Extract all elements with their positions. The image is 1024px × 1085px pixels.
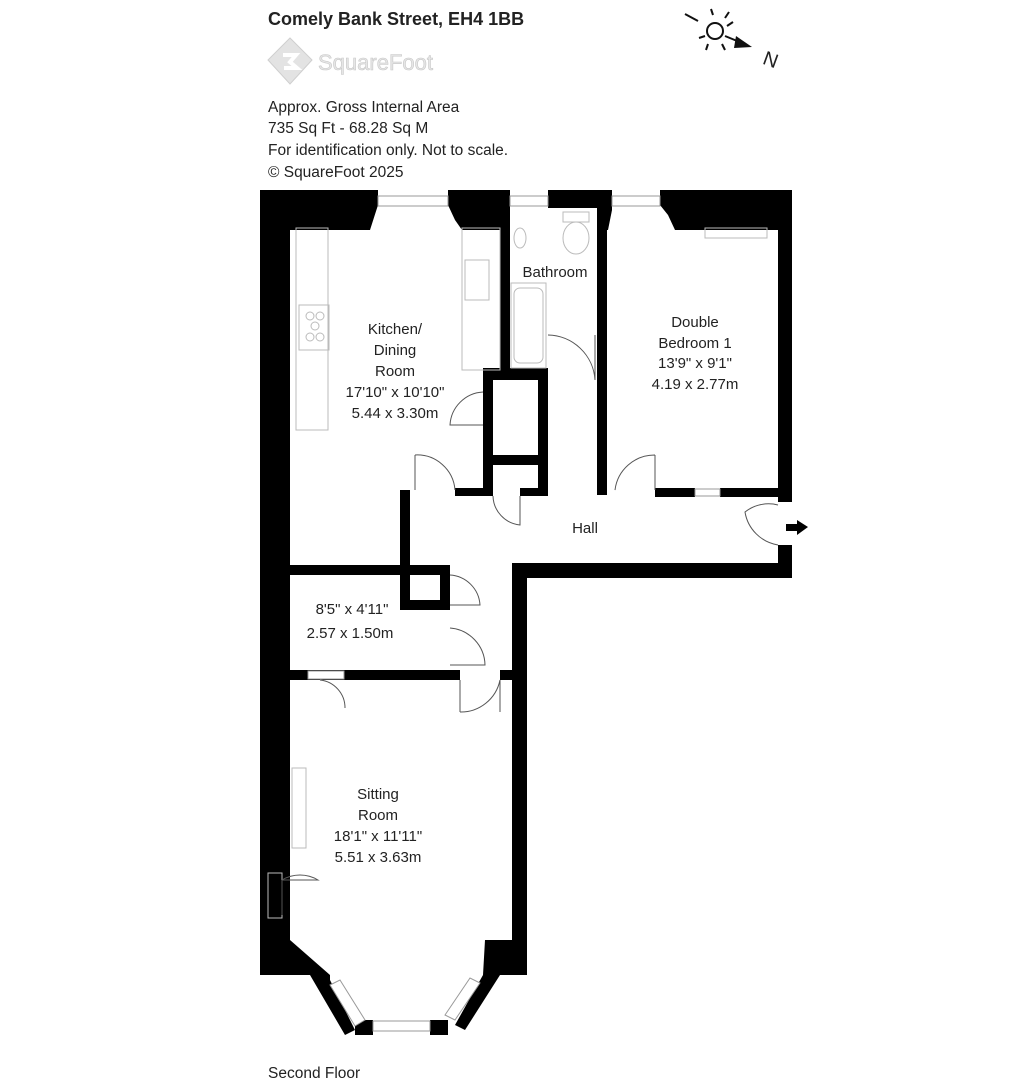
sitting-imperial: 18'1" x 11'11" xyxy=(334,828,422,845)
kitchen-name-1: Kitchen/ xyxy=(368,321,423,338)
kitchen-name-3: Room xyxy=(375,363,415,380)
doors xyxy=(281,334,808,915)
entrance-arrow-icon xyxy=(786,520,808,535)
kitchen-name-2: Dining xyxy=(374,342,417,359)
sitting-name-1: Sitting xyxy=(357,786,399,803)
bedroom-metric: 4.19 x 2.77m xyxy=(652,376,739,393)
storage-room: 8'5" x 4'11" 2.57 x 1.50m xyxy=(307,601,394,642)
north-label: N xyxy=(760,47,781,73)
bathroom-label: Bathroom xyxy=(522,264,587,281)
walls xyxy=(260,190,792,1035)
sitting-metric: 5.51 x 3.63m xyxy=(335,849,422,866)
bedroom-imperial: 13'9" x 9'1" xyxy=(658,355,732,372)
storage-metric: 2.57 x 1.50m xyxy=(307,625,394,642)
sitting-room: Sitting Room 18'1" x 11'11" 5.51 x 3.63m xyxy=(334,786,422,866)
area-label: Approx. Gross Internal Area xyxy=(268,99,460,116)
double-bedroom-1: Double Bedroom 1 13'9" x 9'1" 4.19 x 2.7… xyxy=(652,314,739,393)
area-value: 735 Sq Ft - 68.28 Sq M xyxy=(268,120,428,137)
copyright: © SquareFoot 2025 xyxy=(268,164,404,181)
bedroom-name-1: Double xyxy=(671,314,719,331)
property-title: Comely Bank Street, EH4 1BB xyxy=(268,9,524,29)
kitchen-imperial: 17'10" x 10'10" xyxy=(346,384,445,401)
floor-label: Second Floor xyxy=(268,1065,360,1082)
logo-text: SquareFoot xyxy=(318,50,433,75)
squarefoot-logo: SquareFoot xyxy=(267,37,433,85)
fixtures xyxy=(267,211,768,919)
kitchen-metric: 5.44 x 3.30m xyxy=(352,405,439,422)
sun-compass-icon xyxy=(684,8,752,51)
disclaimer: For identification only. Not to scale. xyxy=(268,142,508,159)
hall-label: Hall xyxy=(572,520,598,537)
kitchen-dining-room: Kitchen/ Dining Room 17'10" x 10'10" 5.4… xyxy=(346,321,445,422)
sitting-name-2: Room xyxy=(358,807,398,824)
storage-imperial: 8'5" x 4'11" xyxy=(316,601,389,618)
bedroom-name-2: Bedroom 1 xyxy=(658,335,731,352)
